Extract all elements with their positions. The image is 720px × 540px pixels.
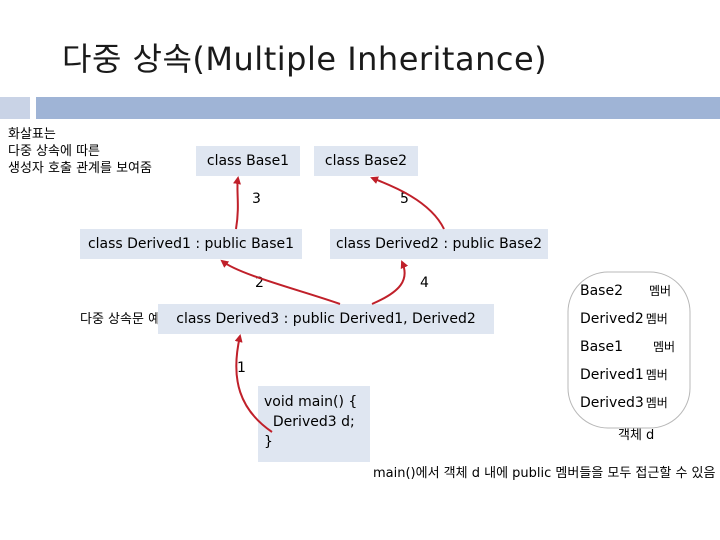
class-derived1-box: class Derived1 : public Base1 [80,229,302,259]
member-row-base1: Base1 멤버 [580,338,675,355]
code-line: Derived3 d; [264,414,355,430]
header-bar-right [36,97,720,119]
note-line: 다중 상속에 따른 [8,144,100,159]
class-base1-box: class Base1 [196,146,300,176]
member-name: Base1 [580,339,623,355]
member-suffix: 멤버 [653,340,676,354]
order-number-1: 1 [237,360,246,376]
member-name: Derived3 [580,395,644,411]
order-number-2: 2 [255,275,264,291]
note-line: 화살표는 [8,127,56,142]
object-d-label: 객체 d [618,428,655,443]
order-number-3: 3 [252,191,261,207]
member-suffix: 멤버 [645,312,668,326]
code-block: void main() { Derived3 d;} [258,386,370,462]
member-suffix: 멤버 [645,396,668,410]
member-row-base2: Base2 멤버 [580,282,671,299]
multi-inherit-example-label: 다중 상속문 예 [80,312,161,327]
member-name: Base2 [580,283,623,299]
code-line: } [264,434,273,450]
page-title: 다중 상속(Multiple Inheritance) [62,40,548,78]
note-line: 생성자 호출 관계를 보여줌 [8,161,152,176]
member-name: Derived1 [580,367,644,383]
member-suffix: 멤버 [645,368,668,382]
order-number-5: 5 [400,191,409,207]
class-base2-box: class Base2 [314,146,418,176]
class-derived2-box: class Derived2 : public Base2 [330,229,548,259]
member-suffix: 멤버 [649,284,672,298]
class-derived3-box: class Derived3 : public Derived1, Derive… [158,304,494,334]
arrow-3 [233,176,241,230]
member-name: Derived2 [580,311,644,327]
order-number-4: 4 [420,275,429,291]
code-line: void main() { [264,394,358,410]
arrow-explanation-note: 화살표는 다중 상속에 따른 생성자 호출 관계를 보여줌 [8,126,152,177]
header-bar-left [0,97,30,119]
arrow-2 [220,259,341,305]
bottom-note: main()에서 객체 d 내에 public 멤버들을 모두 접근할 수 있음 [373,466,716,481]
arrow-4 [371,260,409,305]
